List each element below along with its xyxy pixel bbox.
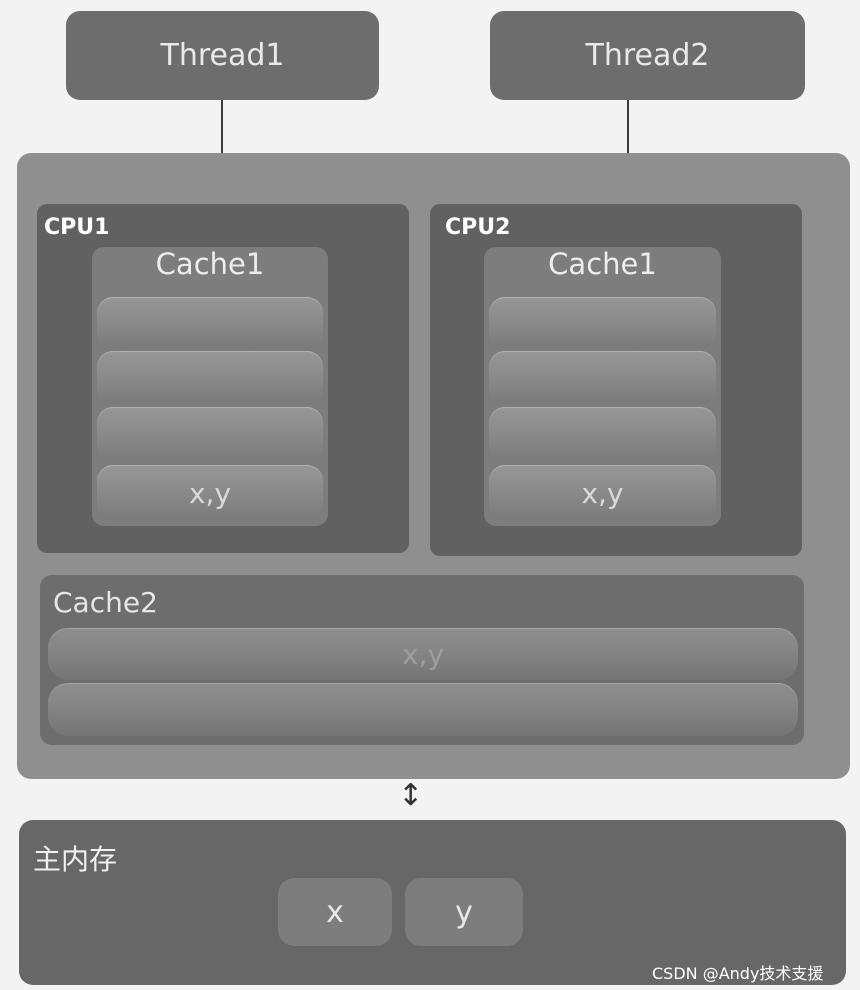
cache2-line: x,y bbox=[48, 628, 798, 680]
cpu2-cache1-title: Cache1 bbox=[548, 247, 657, 281]
cpu1-cache-line: x,y bbox=[97, 465, 323, 521]
cache2-title: Cache2 bbox=[53, 586, 158, 619]
cpu2-cache-line bbox=[489, 407, 716, 462]
cpu1-cache-line bbox=[97, 407, 323, 462]
memory-cell-x: x bbox=[278, 878, 392, 946]
memory-cell-y: y bbox=[405, 878, 523, 946]
cpu1-label: CPU1 bbox=[44, 215, 110, 240]
thread1-label: Thread1 bbox=[160, 38, 285, 73]
cpu2-cache-line bbox=[489, 351, 716, 405]
cpu2-label: CPU2 bbox=[445, 215, 511, 240]
watermark: CSDN @Andy技术支援 bbox=[652, 964, 824, 983]
thread1-box: Thread1 bbox=[66, 11, 379, 100]
cpu2-cache-line bbox=[489, 297, 716, 349]
thread1-arrow-line bbox=[221, 100, 223, 186]
thread2-arrow-line bbox=[627, 100, 629, 186]
thread2-box: Thread2 bbox=[490, 11, 805, 100]
bidirectional-arrow-icon: ↕ bbox=[398, 778, 424, 813]
cache2-line bbox=[48, 683, 798, 736]
cpu2-cache-line: x,y bbox=[489, 465, 716, 521]
thread2-label: Thread2 bbox=[585, 38, 710, 73]
main-memory-title: 主内存 bbox=[33, 843, 118, 876]
cpu1-cache-line bbox=[97, 297, 323, 349]
cpu1-cache-line bbox=[97, 351, 323, 405]
cpu1-cache1-title: Cache1 bbox=[155, 247, 265, 281]
